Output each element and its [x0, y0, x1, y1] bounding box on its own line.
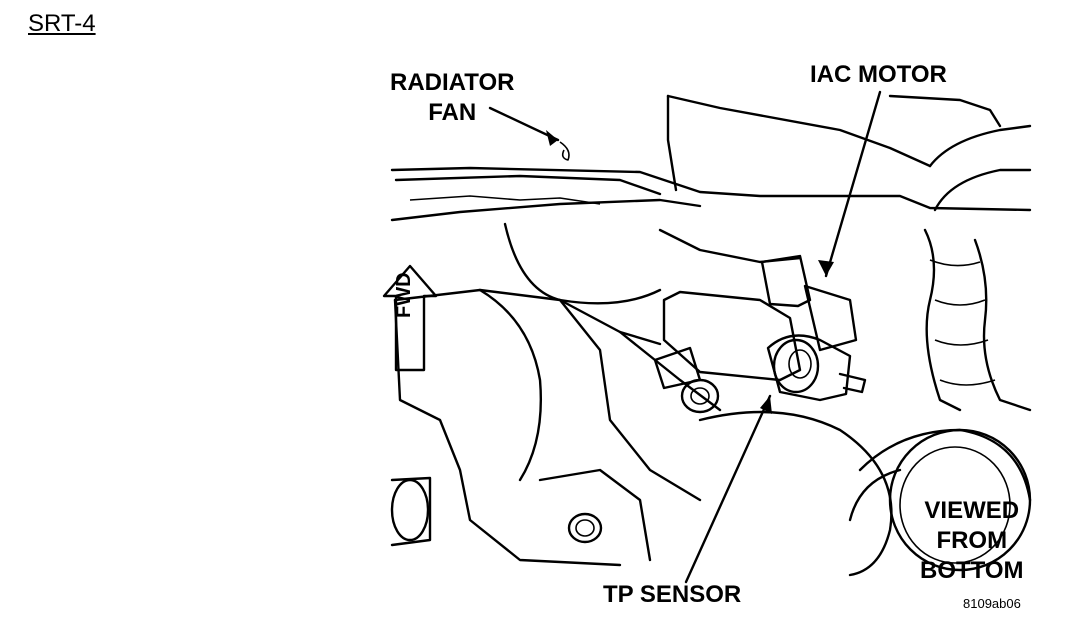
model-heading: SRT-4: [28, 10, 96, 37]
tp-sensor-body: [766, 334, 867, 402]
figure-id: 8109ab06: [963, 596, 1021, 611]
radiator-fan-label-line2: FAN: [428, 99, 477, 126]
radiator-fan: [390, 166, 1032, 305]
leader-lines: [488, 90, 882, 584]
radiator-fan-label: RADIATOR FAN: [390, 68, 514, 128]
hose: [923, 228, 1032, 412]
iac-motor-label: IAC MOTOR: [810, 61, 947, 88]
fwd-label: FWD: [393, 272, 415, 318]
viewed-label-line1: VIEWED: [924, 497, 1020, 524]
radiator-fan-label-line1: RADIATOR: [390, 69, 515, 96]
iac-motor-body: [653, 254, 858, 414]
viewed-label-line3: BOTTOM: [920, 557, 1024, 584]
forward-arrow-icon: [382, 264, 438, 372]
upper-housing: [666, 94, 1032, 212]
viewed-from-bottom-label: VIEWED FROM BOTTOM: [920, 496, 1024, 586]
throttle-body: [390, 288, 1032, 577]
tp-sensor-label: TP SENSOR: [603, 581, 742, 608]
viewed-label-line2: FROM: [936, 527, 1008, 554]
